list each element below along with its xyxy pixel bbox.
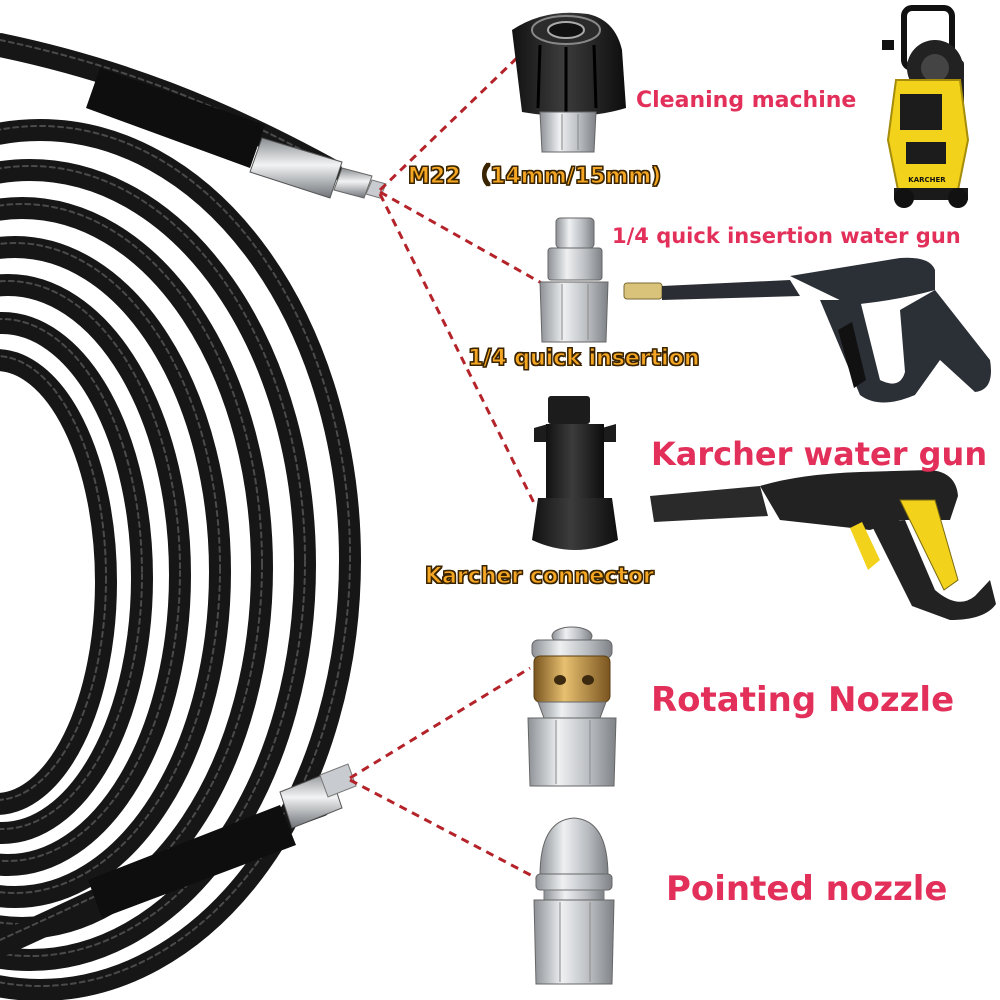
karcher-connector-label: Karcher connector <box>425 564 655 589</box>
hose-end-fitting-bottom <box>88 763 357 918</box>
machine-brand-text: KARCHER <box>908 176 946 184</box>
connector-lines <box>349 53 546 882</box>
rotating-nozzle-image <box>527 626 617 787</box>
rotating-nozzle-label: Rotating Nozzle <box>651 680 955 720</box>
pointed-nozzle-label: Pointed nozzle <box>666 869 948 909</box>
karcher-water-gun-label: Karcher water gun <box>651 435 988 473</box>
m22-connector-image <box>512 12 626 153</box>
karcher-water-gun-image <box>650 470 996 620</box>
hose-end-fitting-top <box>86 68 387 199</box>
pointed-nozzle-image <box>533 817 615 985</box>
quick-insertion-label: 1/4 quick insertion <box>468 346 700 371</box>
karcher-connector-image <box>532 396 618 550</box>
quick-insertion-water-gun-label: 1/4 quick insertion water gun <box>612 224 961 248</box>
cleaning-machine-image: KARCHER <box>882 5 970 208</box>
quick-insertion-water-gun-image <box>623 257 991 403</box>
m22-label: M22 （14mm/15mm) <box>407 164 662 189</box>
quick-insertion-image <box>539 217 609 343</box>
cleaning-machine-label: Cleaning machine <box>636 88 857 113</box>
